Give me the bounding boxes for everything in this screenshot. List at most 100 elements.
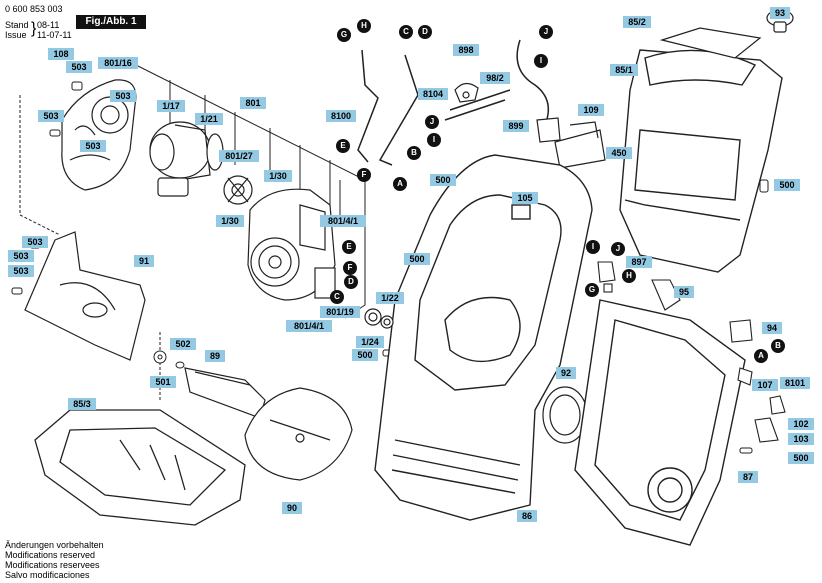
part-label: 98/2 [480,72,510,84]
part-label: 500 [430,174,456,186]
part-label: 103 [788,433,814,445]
part-label: 1/17 [157,100,185,112]
part-label: 109 [578,104,604,116]
blade-disc [244,387,353,481]
part-label: 8100 [326,110,356,122]
brace-glyph: } [31,20,37,37]
small-parts [597,261,786,443]
mounting-bracket [24,231,146,361]
cutting-blade [184,367,266,419]
hopper-cover [619,49,783,273]
part-label: 1/30 [216,215,244,227]
part-label: 89 [205,350,225,362]
part-label: 801/16 [98,57,138,69]
part-label: 898 [453,44,479,56]
part-label: 1/21 [195,113,223,125]
part-label: 502 [170,338,196,350]
part-label: 94 [762,322,782,334]
part-label: 503 [110,90,136,102]
part-label: 500 [774,179,800,191]
part-label: 801 [240,97,266,109]
part-label: 8104 [418,88,448,100]
part-label: 1/30 [264,170,292,182]
hopper-lid [659,27,762,59]
part-label: 503 [8,250,34,262]
part-label: 86 [517,510,537,522]
connector-marker: J [425,115,439,129]
connector-marker: H [357,19,371,33]
connector-marker: B [407,146,421,160]
part-label: 93 [770,7,790,19]
part-label: 85/2 [623,16,651,28]
part-label: 503 [38,110,64,122]
motor-rotor [149,121,224,197]
connector-marker: F [343,261,357,275]
part-label: 102 [788,418,814,430]
part-label: 500 [404,253,430,265]
part-label: 105 [512,192,538,204]
fan-part [223,175,253,205]
part-label: 1/22 [376,292,404,304]
connector-marker: H [622,269,636,283]
switch-part [454,82,479,103]
part-label: 503 [8,265,34,277]
figure-label: Fig./Abb. 1 [76,15,146,29]
connector-marker: G [337,28,351,42]
issue-label: Issue [5,30,27,40]
connector-marker: G [585,283,599,297]
part-label: 801/27 [219,150,259,162]
doc-number: 0 600 853 003 [5,4,63,14]
connector-marker: B [771,339,785,353]
collection-tray [34,409,246,526]
connector-marker: A [393,177,407,191]
part-label: 95 [674,286,694,298]
part-label: 107 [752,379,778,391]
footer-notes: Änderungen vorbehalten Modifications res… [5,540,104,580]
wiring [357,39,550,166]
stand-label: Stand [5,20,29,30]
part-label: 1/24 [356,336,384,348]
footer-line: Änderungen vorbehalten [5,540,104,550]
part-label: 91 [134,255,154,267]
issue-value: 11-07-11 [37,30,72,40]
footer-line: Modifications reserved [5,550,96,560]
connector-marker: F [357,168,371,182]
connector-marker: C [330,290,344,304]
connector-marker: C [399,25,413,39]
part-label: 92 [556,367,576,379]
cable-plug [536,117,606,169]
part-label: 801/4/1 [286,320,332,332]
stand-value: 08-11 [37,20,60,30]
part-label: 899 [503,120,529,132]
connector-marker: J [539,25,553,39]
nut-parts [364,308,394,329]
part-label: 8101 [780,377,810,389]
footer-line: Modifications reservees [5,560,100,570]
seal-disc [542,386,588,444]
part-label: 897 [626,256,652,268]
part-label: 503 [66,61,92,73]
connector-marker: I [586,240,600,254]
part-label: 501 [150,376,176,388]
side-housing [574,299,746,546]
connector-marker: I [427,133,441,147]
part-label: 500 [352,349,378,361]
washer-screw [153,350,185,369]
connector-marker: D [344,275,358,289]
connector-marker: J [611,242,625,256]
motor-housing [247,188,336,301]
part-label: 450 [606,147,632,159]
connector-marker: D [418,25,432,39]
connector-marker: E [342,240,356,254]
part-label: 85/1 [610,64,638,76]
part-label: 801/4/1 [320,215,366,227]
part-label: 500 [788,452,814,464]
part-label: 108 [48,48,74,60]
motor-rear-housing [61,79,137,191]
connector-marker: E [336,139,350,153]
main-housing [374,154,593,521]
connector-marker: I [534,54,548,68]
footer-line: Salvo modificaciones [5,570,90,580]
